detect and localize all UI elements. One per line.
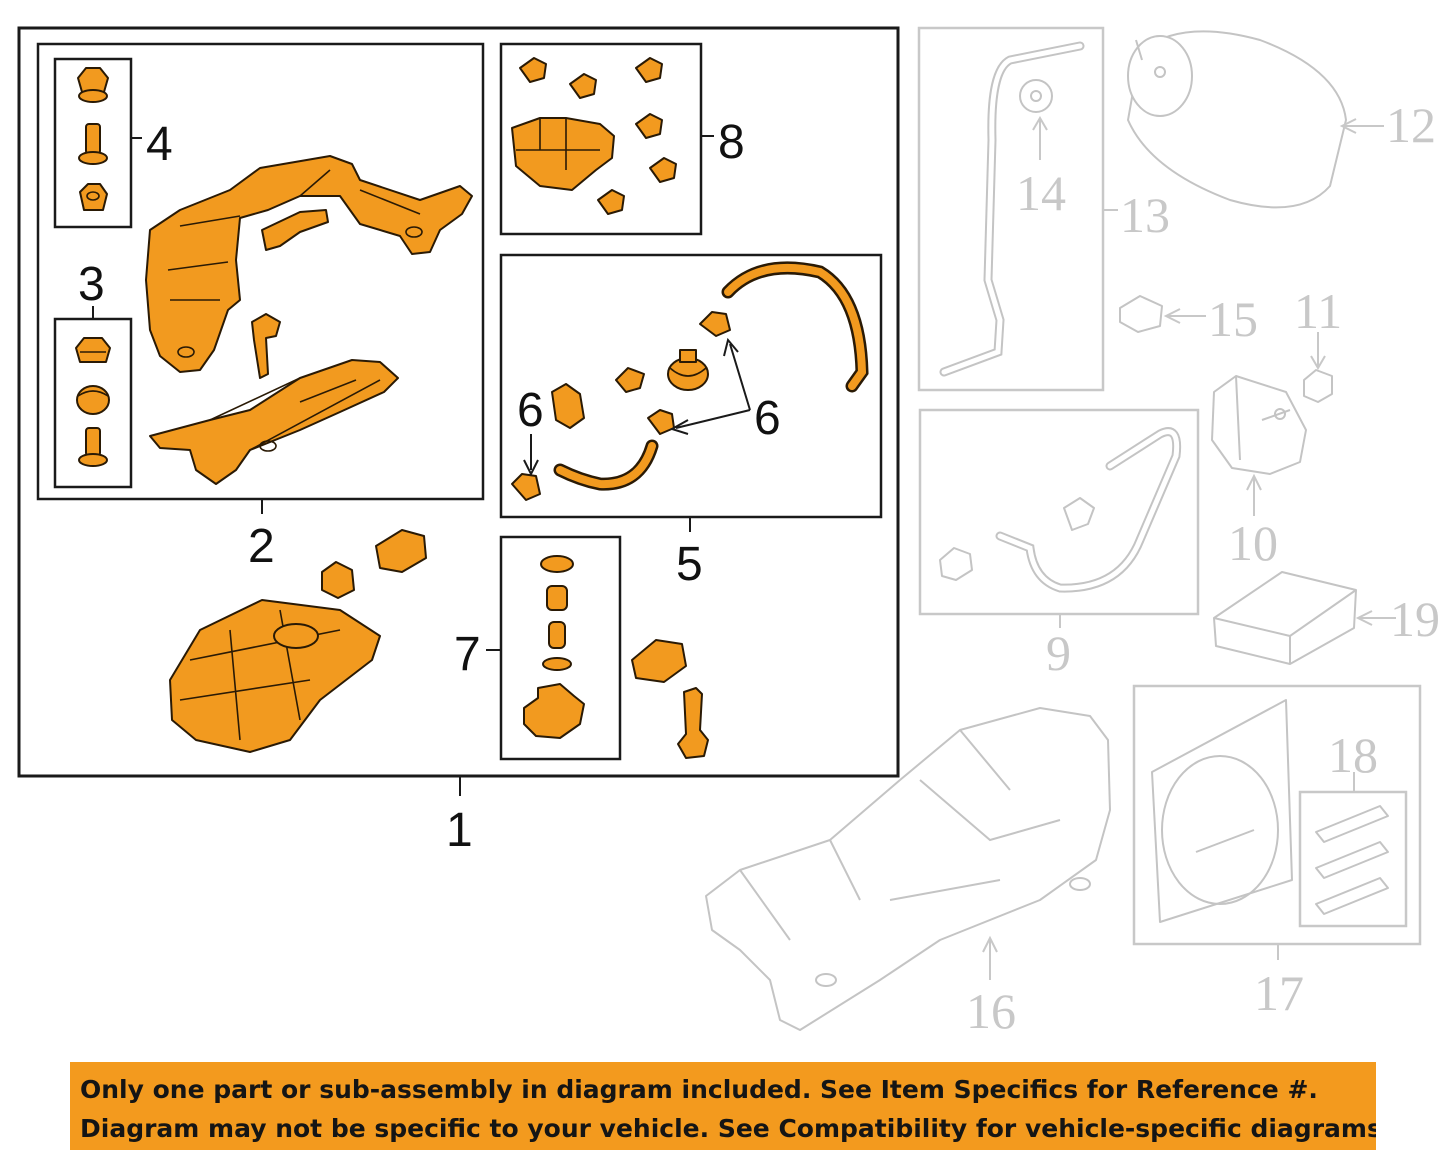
clip-15 (1119, 295, 1163, 333)
pipe-13-parts (939, 41, 1085, 377)
reservoir-12 (1127, 30, 1347, 209)
fittings-18 (1315, 805, 1389, 915)
notice-banner: Only one part or sub-assembly in diagram… (70, 1062, 1376, 1150)
kit-4-parts (77, 67, 109, 211)
kit-7-frame (499, 535, 622, 761)
callout-14[interactable]: 14 (1016, 165, 1066, 221)
callout-15[interactable]: 15 (1208, 291, 1258, 347)
callout-1[interactable]: 1 (446, 804, 473, 857)
leader-12 (1339, 118, 1384, 134)
callout-2[interactable]: 2 (248, 520, 275, 573)
callout-13[interactable]: 13 (1120, 187, 1170, 243)
kit-3-parts (75, 337, 111, 467)
callout-labels: 1 2 3 4 5 6 6 7 8 9 10 11 12 13 14 15 16… (78, 97, 1440, 1039)
leader-6a (523, 434, 539, 477)
callout-6-right[interactable]: 6 (754, 392, 781, 445)
subassembly-2-frame (36, 42, 485, 501)
kit-8-frame (499, 42, 703, 236)
callout-10[interactable]: 10 (1228, 515, 1278, 571)
leader-10 (1246, 473, 1262, 516)
kit-4-frame (53, 57, 133, 229)
callout-19[interactable]: 19 (1390, 591, 1440, 647)
callout-6-left[interactable]: 6 (517, 384, 544, 437)
assembly-1-frame (17, 26, 900, 778)
nut-11 (1303, 369, 1333, 403)
leader-19 (1355, 610, 1396, 626)
callout-4[interactable]: 4 (146, 118, 173, 171)
callout-11[interactable]: 11 (1294, 283, 1342, 339)
callout-12[interactable]: 12 (1386, 97, 1436, 153)
kit-17-parts (1151, 699, 1293, 923)
leader-14 (1032, 116, 1048, 160)
compressor-parts (169, 529, 709, 759)
shield-16 (705, 707, 1111, 1031)
callout-18[interactable]: 18 (1328, 727, 1378, 783)
hose-assembly-5-parts (511, 261, 869, 501)
group-13-frame (917, 26, 1105, 392)
mount-10 (1211, 375, 1307, 475)
leader-6b (669, 337, 751, 435)
bracket-2-parts (145, 155, 473, 485)
leader-15 (1163, 308, 1206, 324)
notice-line-2: Diagram may not be specific to your vehi… (80, 1114, 1376, 1143)
callout-3[interactable]: 3 (78, 258, 105, 311)
callout-17[interactable]: 17 (1254, 965, 1304, 1021)
kit-7-parts (523, 555, 585, 739)
leader-11 (1310, 332, 1326, 370)
callout-8[interactable]: 8 (718, 116, 745, 169)
callout-5[interactable]: 5 (676, 538, 703, 591)
callout-7[interactable]: 7 (454, 628, 481, 681)
callout-16[interactable]: 16 (966, 983, 1016, 1039)
kit-8-parts (511, 57, 677, 215)
line-9-parts (939, 427, 1182, 593)
module-19 (1213, 571, 1357, 665)
callout-9[interactable]: 9 (1046, 625, 1071, 681)
leader-16 (982, 935, 998, 980)
notice-line-1: Only one part or sub-assembly in diagram… (80, 1075, 1318, 1104)
